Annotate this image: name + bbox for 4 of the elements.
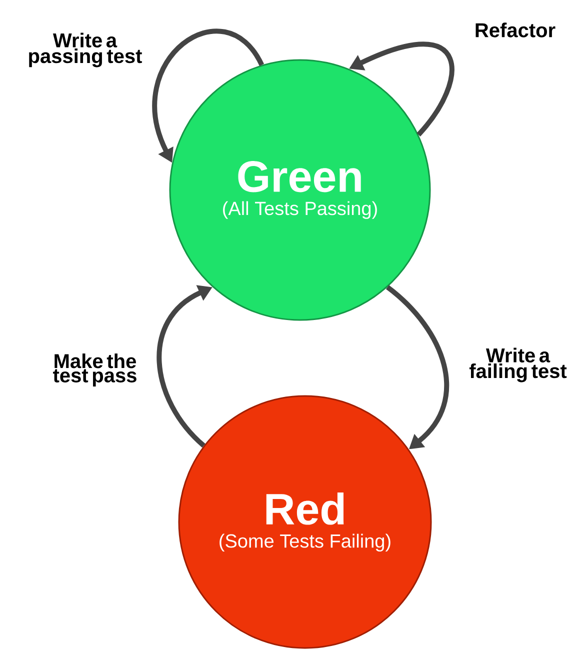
edge-label: Refactor <box>476 22 556 38</box>
edge-label: Write a passing test <box>29 32 142 68</box>
edge-label: Make the test pass <box>53 354 136 386</box>
edge-label: Write a failing test <box>469 348 567 382</box>
